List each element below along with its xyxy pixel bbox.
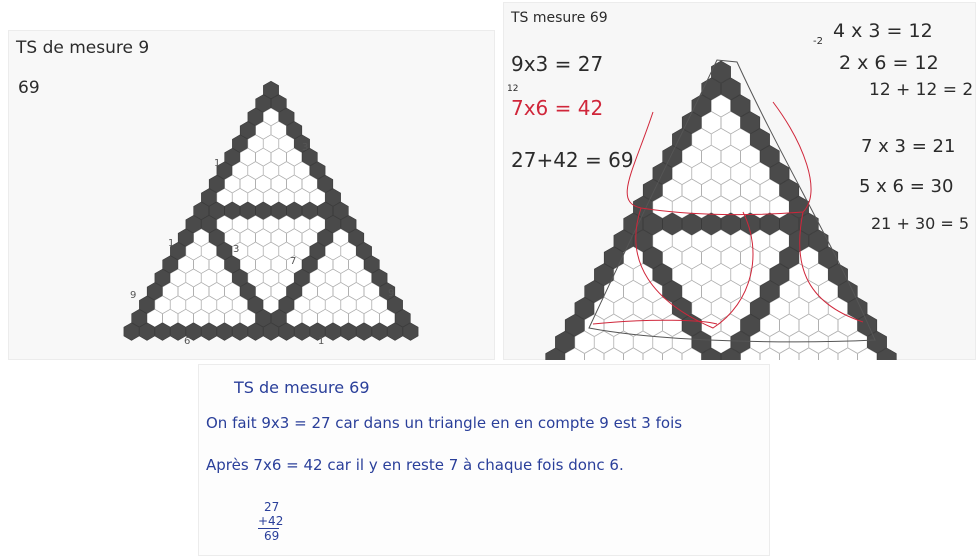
- calc-line: 12 + 12 = 2: [869, 80, 973, 100]
- calc-line: 5 x 6 = 30: [859, 176, 953, 197]
- calc-line: 2 x 6 = 12: [839, 52, 939, 74]
- calc-line: 27+42 = 69: [511, 148, 634, 172]
- side-mark: 9: [388, 288, 394, 299]
- side-mark: 1: [214, 158, 220, 169]
- panel3-title: TS de mesure 69: [234, 378, 370, 397]
- side-mark: 6: [184, 336, 190, 347]
- side-mark: 1: [318, 336, 324, 347]
- side-mark: 9: [130, 290, 136, 301]
- sum-line: 27: [264, 500, 279, 514]
- sum-line: +42: [258, 514, 283, 528]
- photo-panel-right: TS mesure 69 9x3 = 27 12 7x6 = 42 27+42 …: [503, 2, 976, 360]
- photo-panel-left: TS de mesure 9 69 3 1 9 7 9 1 6 1 3: [8, 30, 495, 360]
- explanation-line-2: Après 7x6 = 42 car il y en reste 7 à cha…: [206, 456, 624, 474]
- calc-line: 4 x 3 = 12: [833, 20, 933, 42]
- photo-panel-bottom: TS de mesure 69 On fait 9x3 = 27 car dan…: [198, 364, 770, 556]
- side-mark: 3: [233, 244, 239, 255]
- calc-line: 7 x 3 = 21: [861, 136, 955, 157]
- hexagon-triangle-figure: [8, 30, 495, 360]
- calc-line-red: 7x6 = 42: [511, 96, 603, 120]
- calc-line: 21 + 30 = 5: [871, 214, 969, 233]
- calc-note: 12: [507, 84, 518, 94]
- side-mark: 1: [168, 238, 174, 249]
- side-mark: 7: [290, 256, 296, 267]
- calc-note: -2: [813, 36, 823, 47]
- calc-line: 9x3 = 27: [511, 52, 603, 76]
- explanation-line-1: On fait 9x3 = 27 car dans un triangle en…: [206, 414, 682, 432]
- panel2-title: TS mesure 69: [511, 10, 608, 26]
- sum-result: 69: [258, 528, 279, 543]
- side-mark: 3: [302, 142, 308, 153]
